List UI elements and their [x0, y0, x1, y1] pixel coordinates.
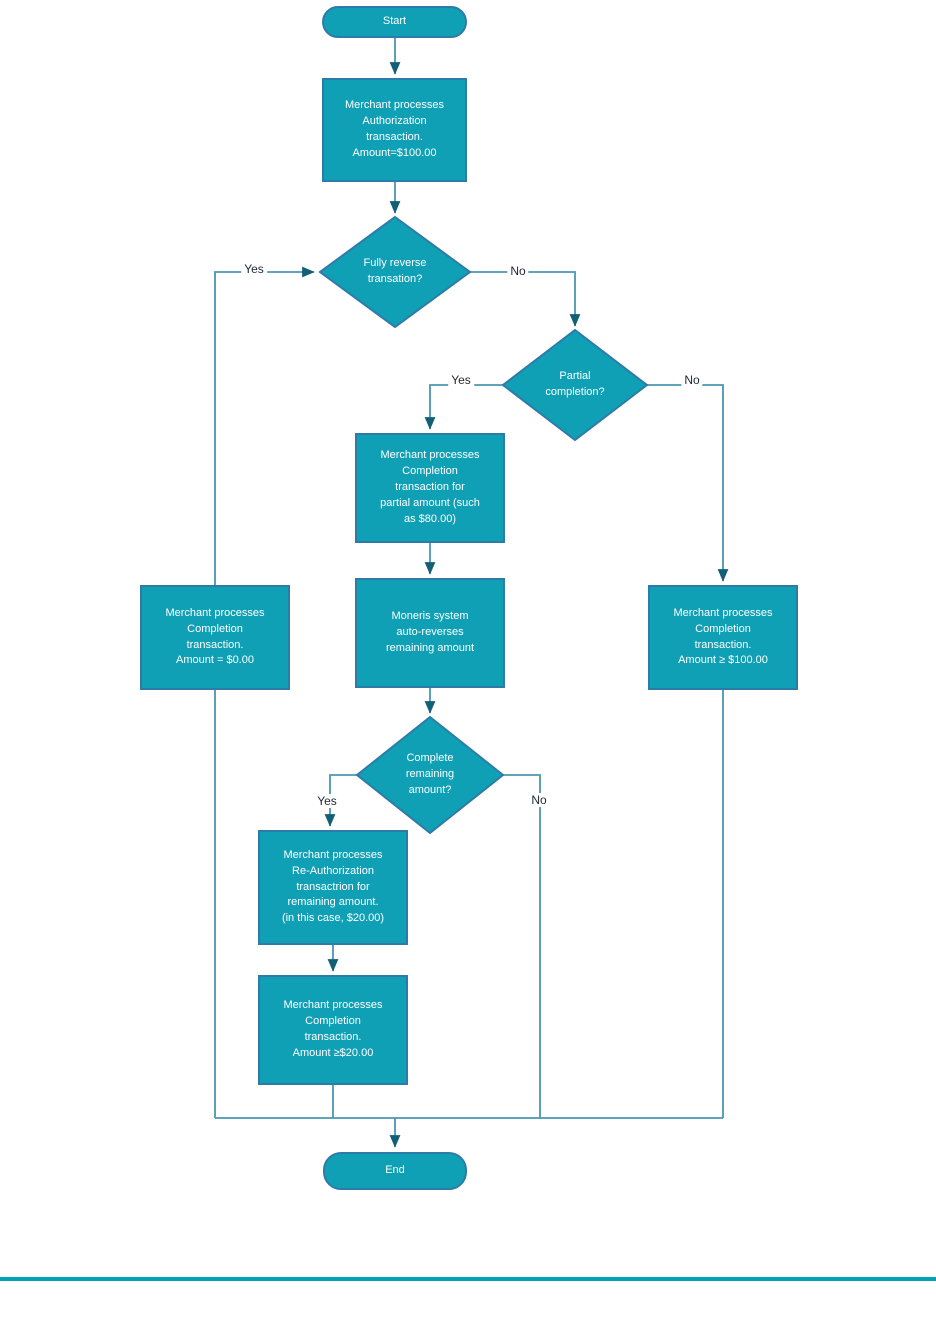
decision-fully-reverse-line: Fully reverse	[363, 257, 427, 270]
process-completion-full: Merchant processes Completion transactio…	[648, 585, 798, 690]
process-completion-twenty-line: Completion	[305, 1015, 361, 1028]
process-authorization: Merchant processes Authorization transac…	[322, 78, 467, 182]
process-moneris-line: auto-reverses	[396, 626, 464, 639]
end-label: End	[385, 1164, 405, 1177]
decision-complete-remaining-line: amount?	[408, 783, 452, 796]
decision-fully-reverse: Fully reverse transation?	[320, 217, 470, 327]
process-moneris-auto-reverse: Moneris system auto-reverses remaining a…	[355, 578, 505, 688]
process-completion-zero-line: Amount = $0.00	[176, 654, 254, 667]
edge-label-complete-remaining-yes: Yes	[314, 794, 340, 808]
edge-partial-no	[647, 384, 729, 582]
process-completion-full-line: Merchant processes	[673, 606, 773, 619]
process-completion-twenty-line: Merchant processes	[283, 999, 383, 1012]
decision-complete-remaining-line: remaining	[405, 768, 455, 781]
bottom-divider	[0, 1277, 936, 1281]
process-reauthorization-line: (in this case, $20.00)	[281, 912, 385, 925]
process-partial-completion-line: partial amount (such	[380, 496, 480, 509]
process-partial-completion-line: transaction for	[395, 481, 465, 494]
process-partial-completion: Merchant processes Completion transactio…	[355, 433, 505, 543]
edge-complete-remaining-no	[503, 774, 541, 1118]
process-completion-zero-line: Completion	[187, 622, 243, 635]
process-partial-completion-line: Merchant processes	[380, 449, 480, 462]
start-label: Start	[382, 15, 407, 28]
decision-complete-remaining: Complete remaining amount?	[357, 717, 503, 833]
process-moneris-line: Moneris system	[391, 610, 469, 623]
process-completion-twenty-line: Amount ≥$20.00	[292, 1046, 374, 1059]
decision-partial-completion-line: completion?	[545, 386, 605, 398]
process-reauthorization-line: remaining amount.	[287, 896, 379, 909]
end-node: End	[323, 1152, 467, 1190]
decision-partial-completion-line: Partial	[559, 370, 591, 383]
edge-label-fully-reverse-yes: Yes	[241, 262, 267, 276]
process-reauthorization: Merchant processes Re-Authorization tran…	[258, 830, 408, 945]
process-completion-zero: Merchant processes Completion transactio…	[140, 585, 290, 690]
edge-label-complete-remaining-no: No	[528, 793, 550, 807]
process-reauthorization-line: transactrion for	[296, 880, 370, 893]
edge-fully-reverse-no	[470, 271, 581, 327]
decision-fully-reverse-line: transation?	[367, 273, 423, 285]
edge-label-partial-yes: Yes	[448, 373, 474, 387]
edge-label-fully-reverse-no: No	[507, 264, 529, 278]
process-authorization-line: Authorization	[362, 115, 427, 128]
process-completion-full-line: Completion	[695, 622, 751, 635]
process-completion-twenty: Merchant processes Completion transactio…	[258, 975, 408, 1085]
edge-partial-yes	[424, 384, 503, 430]
process-authorization-line: Amount=$100.00	[352, 146, 437, 159]
process-completion-twenty-line: transaction.	[304, 1031, 362, 1043]
process-reauthorization-line: Merchant processes	[283, 848, 383, 861]
start-node: Start	[322, 6, 467, 38]
decision-partial-completion: Partial completion?	[503, 330, 647, 440]
edge-label-partial-no: No	[681, 373, 703, 387]
decision-partial-completion-shape	[501, 328, 649, 442]
decision-fully-reverse-shape	[318, 215, 472, 329]
process-completion-full-line: Amount ≥ $100.00	[678, 654, 768, 667]
process-partial-completion-line: as $80.00)	[404, 512, 456, 525]
edge-fully-reverse-yes	[214, 266, 315, 585]
process-completion-full-line: transaction.	[694, 638, 752, 651]
process-reauthorization-line: Re-Authorization	[292, 864, 374, 877]
process-moneris-line: remaining amount	[385, 641, 475, 654]
decision-complete-remaining-line: Complete	[406, 752, 454, 765]
decision-complete-remaining-shape	[355, 715, 505, 835]
process-completion-zero-line: transaction.	[186, 638, 244, 651]
process-completion-zero-line: Merchant processes	[165, 606, 265, 619]
process-partial-completion-line: Completion	[402, 465, 458, 478]
process-authorization-line: Merchant processes	[344, 99, 445, 112]
process-authorization-line: transaction.	[366, 131, 423, 143]
edge-complete-remaining-yes	[324, 774, 357, 827]
